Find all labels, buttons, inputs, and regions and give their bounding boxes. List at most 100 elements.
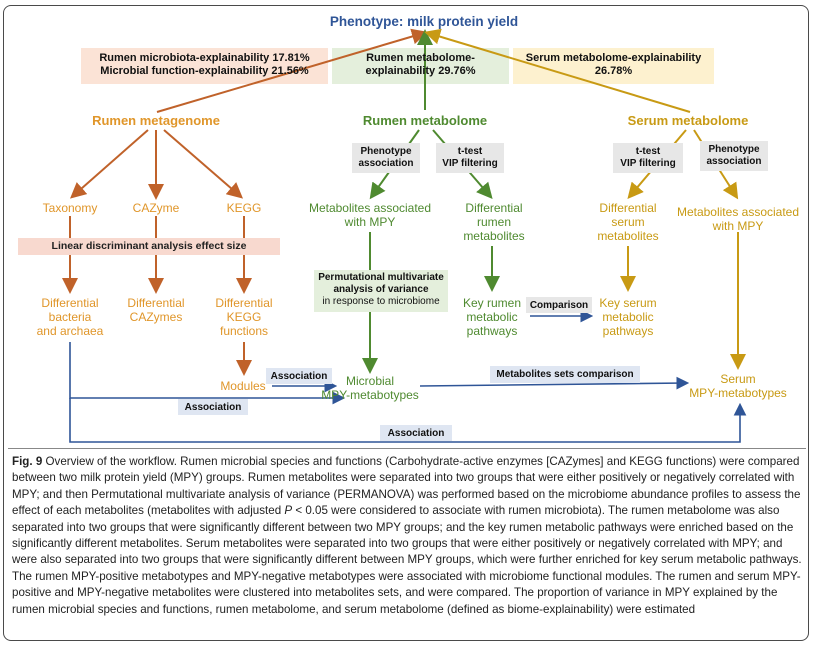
explainability-serum-text: Serum metabolome-explainability 26.78%: [513, 52, 714, 78]
phenotype-association-box-serum: [700, 141, 768, 171]
ttest-box-rumen: [436, 143, 504, 173]
kegg-label: KEGG: [226, 201, 262, 215]
diff-rumen-l2: rumen: [476, 215, 511, 229]
explainability-box-rumen-metabolome: [332, 48, 509, 84]
permanova-text: Permutational multivariate analysis of v…: [314, 272, 448, 308]
explainability-rumen-metabolome-text: Rumen metabolome- explainability 29.76%: [332, 52, 509, 78]
figure-frame: [3, 5, 809, 641]
diff-bacteria-l1: Differential: [41, 296, 99, 310]
phenotype-association-rumen-l2: association: [358, 158, 414, 169]
ttest-rumen: t-test VIP filtering: [436, 146, 504, 170]
arrow-to-kegg: [163, 129, 244, 199]
diff-serum-metabolites: Differential serum metabolites: [586, 201, 670, 243]
diff-rumen-l3: metabolites: [463, 229, 525, 243]
diff-cazymes-label: Differential CAZymes: [106, 296, 206, 324]
diff-cazymes-l2: CAZymes: [129, 310, 183, 324]
diff-kegg-l2: KEGG: [226, 310, 262, 324]
phenotype-association-serum-l1: Phenotype: [708, 144, 760, 155]
association-modules-label: Association: [270, 371, 328, 382]
ttest-rumen-l2: VIP filtering: [442, 158, 498, 169]
caption-text-1: Overview of the workflow. Rumen microbia…: [12, 455, 801, 518]
association-bacteria-label: Association: [184, 402, 242, 413]
caption-text-2: < 0.05 were considered to associate with…: [12, 504, 802, 616]
association-box-bacteria: [178, 399, 248, 415]
key-rumen-l3: pathways: [466, 324, 518, 338]
ttest-rumen-l1: t-test: [457, 146, 483, 157]
arrow-microbial-to-serum-mpy: [419, 376, 690, 390]
metabolites-mpy-rumen-l1: Metabolites associated: [308, 201, 432, 215]
metabolites-mpy-rumen-l2: with MPY: [344, 215, 396, 229]
microbial-mpy-l2: MPY-metabotypes: [321, 388, 419, 402]
metabolites-mpy-serum-l2: with MPY: [712, 219, 764, 233]
key-serum-pathways: Key serum metabolic pathways: [588, 296, 668, 338]
caption-divider: [8, 448, 806, 449]
phenotype-association-serum-l2: association: [706, 156, 762, 167]
serum-mpy-metabotypes: Serum MPY-metabotypes: [686, 372, 790, 400]
microbial-mpy-l1: Microbial: [345, 374, 394, 388]
phenotype-association-rumen: Phenotype association: [352, 146, 420, 170]
phenotype-association-box-rumen: [352, 143, 420, 173]
rumen-metabolome-explainability-l2: explainability 29.76%: [365, 65, 476, 77]
diff-bacteria-l2: bacteria: [48, 310, 92, 324]
diff-cazymes-l1: Differential: [127, 296, 185, 310]
permanova-l2: analysis of variance: [333, 284, 429, 295]
metabolites-mpy-rumen: Metabolites associated with MPY: [300, 201, 440, 229]
ttest-box-serum: [613, 143, 683, 173]
comparison-box: [526, 297, 592, 313]
permanova-box: [314, 270, 448, 312]
modules-label: Modules: [220, 379, 266, 393]
association-box-bottom: [380, 425, 452, 441]
serum-mpy-l1: Serum: [720, 372, 756, 386]
connector-bottom-association: [69, 398, 747, 443]
rumen-microbiota-explainability: Rumen microbiota-explainability 17.81%: [99, 52, 310, 64]
key-rumen-l2: metabolic: [466, 310, 518, 324]
key-rumen-l1: Key rumen: [462, 296, 522, 310]
lda-label: Linear discriminant analysis effect size: [51, 240, 247, 252]
microbial-function-explainability: Microbial function-explainability 21.56%: [100, 65, 309, 77]
explainability-box-serum: [513, 48, 714, 84]
explainability-metagenome-text: Rumen microbiota-explainability 17.81% M…: [81, 52, 328, 78]
diff-kegg-l3: functions: [219, 324, 269, 338]
ttest-serum-l2: VIP filtering: [620, 158, 676, 169]
arrow-metagenome-to-phenotype: [156, 28, 428, 113]
metabolites-sets-box: [490, 366, 640, 383]
diff-bacteria-l3: and archaea: [36, 324, 104, 338]
metabolites-sets-comparison-label: Metabolites sets comparison: [496, 369, 634, 380]
caption-p-symbol: P: [284, 504, 293, 518]
rumen-metabolome-header: Rumen metabolome: [362, 113, 488, 128]
metabolites-mpy-serum: Metabolites associated with MPY: [668, 205, 808, 233]
phenotype-association-serum: Phenotype association: [700, 144, 768, 168]
serum-mpy-l2: MPY-metabotypes: [689, 386, 787, 400]
diff-rumen-l1: Differential: [465, 201, 523, 215]
permanova-l3: in response to microbiome: [322, 296, 440, 307]
taxonomy-label: Taxonomy: [42, 201, 98, 215]
phenotype-title: Phenotype: milk protein yield: [329, 14, 519, 29]
lda-box: [18, 238, 280, 255]
association-bottom-label: Association: [387, 428, 445, 439]
arrow-serum-to-phenotype: [424, 28, 691, 113]
figure-caption: Fig. 9 Overview of the workflow. Rumen m…: [12, 454, 804, 618]
diff-rumen-metabolites: Differential rumen metabolites: [452, 201, 536, 243]
comparison-label: Comparison: [529, 300, 589, 311]
diff-kegg-label: Differential KEGG functions: [194, 296, 294, 338]
key-serum-l3: pathways: [602, 324, 654, 338]
metabolites-mpy-serum-l1: Metabolites associated: [676, 205, 800, 219]
cazyme-label: CAZyme: [132, 201, 180, 215]
association-box-modules: [266, 368, 332, 384]
key-serum-l1: Key serum: [599, 296, 657, 310]
ttest-serum-l1: t-test: [635, 146, 661, 157]
arrow-to-taxonomy: [69, 129, 149, 199]
diff-serum-l1: Differential: [599, 201, 657, 215]
rumen-metabolome-explainability-l1: Rumen metabolome-: [366, 52, 475, 64]
diff-serum-l3: metabolites: [597, 229, 659, 243]
phenotype-association-rumen-l1: Phenotype: [360, 146, 412, 157]
diff-serum-l2: serum: [611, 215, 645, 229]
explainability-box-metagenome: [81, 48, 328, 84]
figure-label: Fig. 9: [12, 455, 43, 468]
diff-bacteria-label: Differential bacteria and archaea: [20, 296, 120, 338]
permanova-l1: Permutational multivariate: [318, 272, 444, 283]
ttest-serum: t-test VIP filtering: [613, 146, 683, 170]
serum-metabolome-header: Serum metabolome: [627, 113, 749, 128]
key-serum-l2: metabolic: [602, 310, 654, 324]
